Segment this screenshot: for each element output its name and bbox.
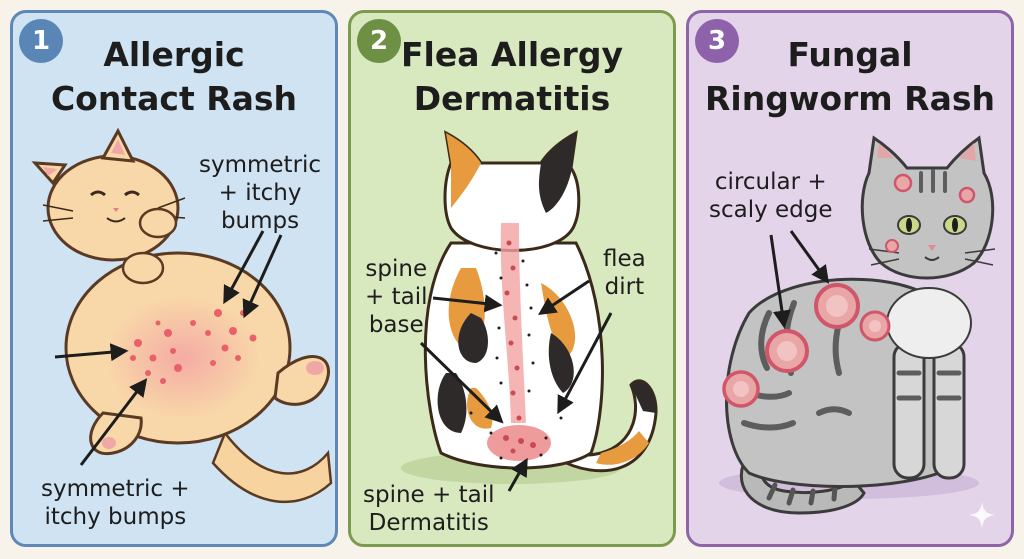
cat-illustration-tabby — [719, 135, 996, 515]
annotation-line: bumps — [220, 208, 300, 234]
annotation-label: spine + tail Dermatitis — [363, 481, 495, 537]
panel-title-line: Ringworm Rash — [705, 79, 995, 118]
cat-illustration-orange — [31, 127, 333, 504]
panel-title: Fungal Ringworm Rash — [689, 33, 1011, 121]
annotation-line: base — [368, 312, 424, 338]
annotation-label: spine + tail base — [365, 255, 427, 339]
annotation-line: circular + — [714, 169, 827, 195]
sparkle-icon — [969, 502, 995, 528]
annotation-line: dirt — [604, 274, 645, 300]
annotation-line: scaly edge — [709, 197, 833, 223]
panel-title-line: Fungal — [787, 35, 913, 74]
annotation-label: circular + scaly edge — [709, 168, 833, 224]
cat-illustration-calico — [401, 130, 658, 492]
panel-flea-allergy-dermatitis: 2 Flea Allergy Dermatitis — [348, 10, 676, 547]
annotation-line: symmetric + — [41, 476, 190, 502]
panel-title: Flea Allergy Dermatitis — [351, 33, 673, 121]
annotation-label: flea dirt — [603, 245, 646, 301]
panel-fungal-ringworm-rash: 3 Fungal Ringworm Rash — [686, 10, 1014, 547]
panel-allergic-contact-rash: 1 Allergic Contact Rash — [10, 10, 338, 547]
annotation-label: symmetric + itchy bumps — [41, 475, 190, 531]
panel-title-line: Flea Allergy — [401, 35, 623, 74]
annotation-line: spine + tail — [363, 482, 495, 508]
annotation-line: + itchy — [218, 180, 302, 206]
panel-number-badge: 1 — [19, 19, 63, 63]
panel-title-line: Allergic — [103, 35, 245, 74]
panel-title-line: Contact Rash — [50, 79, 298, 118]
panel-number-badge: 3 — [695, 19, 739, 63]
panel-title-line: Dermatitis — [413, 79, 611, 118]
annotation-line: itchy bumps — [44, 504, 187, 530]
annotation-line: symmetric — [199, 152, 322, 178]
annotation-line: + tail — [365, 284, 428, 310]
annotation-line: flea — [603, 246, 646, 272]
annotation-label: symmetric + itchy bumps — [199, 151, 321, 235]
annotation-line: Dermatitis — [368, 510, 489, 536]
panel-number-badge: 2 — [357, 19, 401, 63]
panel-title: Allergic Contact Rash — [13, 33, 335, 121]
annotation-line: spine — [365, 256, 428, 282]
